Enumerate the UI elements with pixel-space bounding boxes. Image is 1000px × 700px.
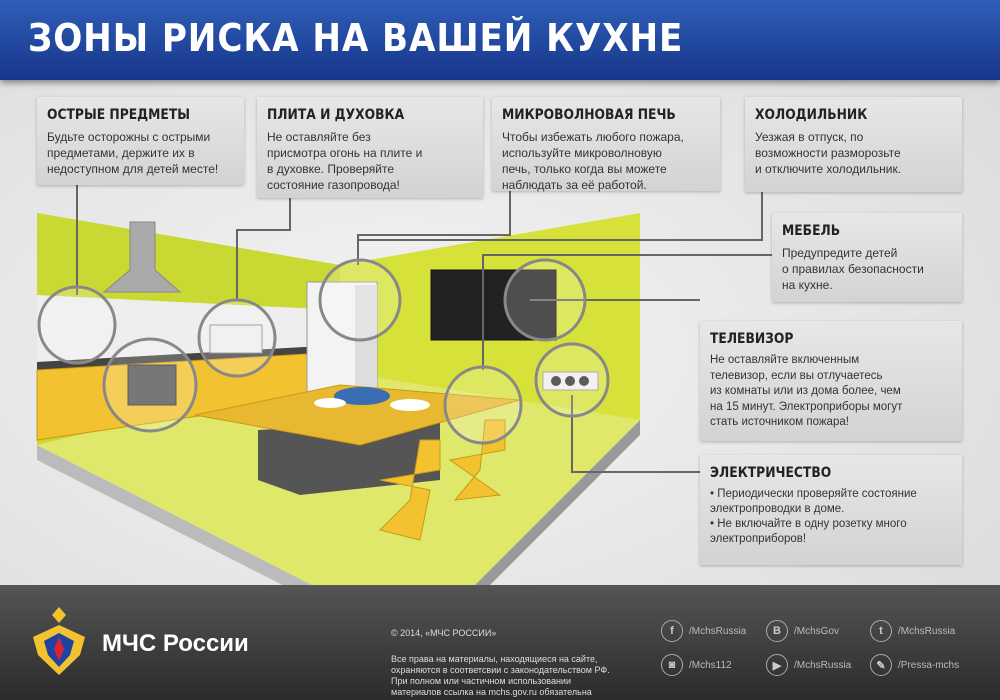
- social-label: /Mchs112: [689, 659, 732, 671]
- magnifier-fridge: [318, 258, 402, 342]
- social-link-vk[interactable]: B/MchsGov: [766, 620, 839, 642]
- info-box-fridge: ХОЛОДИЛЬНИК Уезжая в отпуск, по возможно…: [745, 97, 962, 192]
- social-link-instagram[interactable]: ◙ /Mchs112: [661, 654, 732, 676]
- info-box-tv: ТЕЛЕВИЗОР Не оставляйте включенным телев…: [700, 321, 962, 441]
- info-box-furniture: МЕБЕЛЬ Предупредите детей о правилах без…: [772, 213, 962, 302]
- instagram-icon: ◙: [661, 654, 683, 676]
- brand-name: МЧС России: [102, 630, 249, 657]
- social-label: /MchsRussia: [898, 625, 956, 637]
- box-text: Не оставляйте включенным телевизор, если…: [710, 354, 903, 428]
- magnifier-chair: [443, 365, 523, 445]
- box-title: ЭЛЕКТРИЧЕСТВО: [710, 465, 832, 481]
- box-text: Не оставляйте без присмотра огонь на пли…: [267, 130, 423, 192]
- magnifier-tv: [503, 258, 587, 342]
- box-text: Уезжая в отпуск, по возможности размороз…: [755, 130, 902, 176]
- box-text: Будьте осторожны с острыми предметами, д…: [47, 130, 219, 176]
- microwave: [209, 324, 263, 354]
- social-link-youtube[interactable]: ▶ /MchsRussia: [766, 654, 851, 676]
- header: ЗОНЫ РИСКА НА ВАШЕЙ КУХНЕ: [0, 0, 1000, 80]
- box-title: ОСТРЫЕ ПРЕДМЕТЫ: [47, 107, 190, 123]
- magnifier-microwave: [197, 298, 277, 378]
- blog-icon: ✎: [870, 654, 892, 676]
- vk-icon: B: [766, 620, 788, 642]
- facebook-icon: f: [661, 620, 683, 642]
- magnifier-oven: [102, 337, 198, 433]
- social-label: /Pressa-mchs: [898, 659, 960, 671]
- social-link-blog[interactable]: ✎ /Pressa-mchs: [870, 654, 959, 676]
- page-title: ЗОНЫ РИСКА НА ВАШЕЙ КУХНЕ: [28, 16, 684, 60]
- magnifier-socket: [534, 342, 610, 418]
- rights-text: Все права на материалы, находящиеся на с…: [391, 654, 610, 697]
- info-box-sharp: ОСТРЫЕ ПРЕДМЕТЫ Будьте осторожны с остры…: [37, 97, 244, 185]
- oven: [127, 364, 177, 406]
- box-text: Чтобы избежать любого пожара, используйт…: [502, 130, 684, 192]
- box-title: ТЕЛЕВИЗОР: [710, 331, 794, 347]
- social-link-facebook[interactable]: f/MchsRussia: [661, 620, 746, 642]
- social-link-twitter[interactable]: t/MchsRussia: [870, 620, 955, 642]
- chair: [448, 419, 506, 501]
- box-text: Предупредите детей о правилах безопаснос…: [782, 246, 924, 292]
- info-box-microwave: МИКРОВОЛНОВАЯ ПЕЧЬ Чтобы избежать любого…: [492, 97, 720, 192]
- table-base: [258, 420, 440, 495]
- social-label: /MchsRussia: [689, 625, 747, 637]
- fruit-bowl: [334, 387, 390, 405]
- box-title: МИКРОВОЛНОВАЯ ПЕЧЬ: [502, 107, 676, 123]
- box-title: ХОЛОДИЛЬНИК: [755, 107, 868, 123]
- twitter-icon: t: [870, 620, 892, 642]
- hood: [102, 221, 182, 293]
- footer: МЧС России © 2014, «МЧС РОССИИ» Все прав…: [0, 585, 1000, 700]
- youtube-icon: ▶: [766, 654, 788, 676]
- box-title: ПЛИТА И ДУХОВКА: [267, 107, 405, 123]
- copyright-block: © 2014, «МЧС РОССИИ» Все права на матери…: [391, 617, 651, 698]
- magnifier-knives: [37, 285, 117, 365]
- tv: [430, 269, 557, 341]
- info-box-electricity: ЭЛЕКТРИЧЕСТВО • Периодически проверяйте …: [700, 455, 962, 565]
- copyright: © 2014, «МЧС РОССИИ»: [391, 628, 497, 638]
- social-label: /MchsRussia: [794, 659, 852, 671]
- chair: [379, 439, 441, 541]
- info-box-stove: ПЛИТА И ДУХОВКА Не оставляйте без присмо…: [257, 97, 483, 198]
- mchs-emblem-icon: [33, 607, 85, 675]
- box-text: • Периодически проверяйте состояние элек…: [710, 488, 917, 545]
- social-label: /MchsGov: [794, 625, 840, 637]
- box-title: МЕБЕЛЬ: [782, 223, 841, 239]
